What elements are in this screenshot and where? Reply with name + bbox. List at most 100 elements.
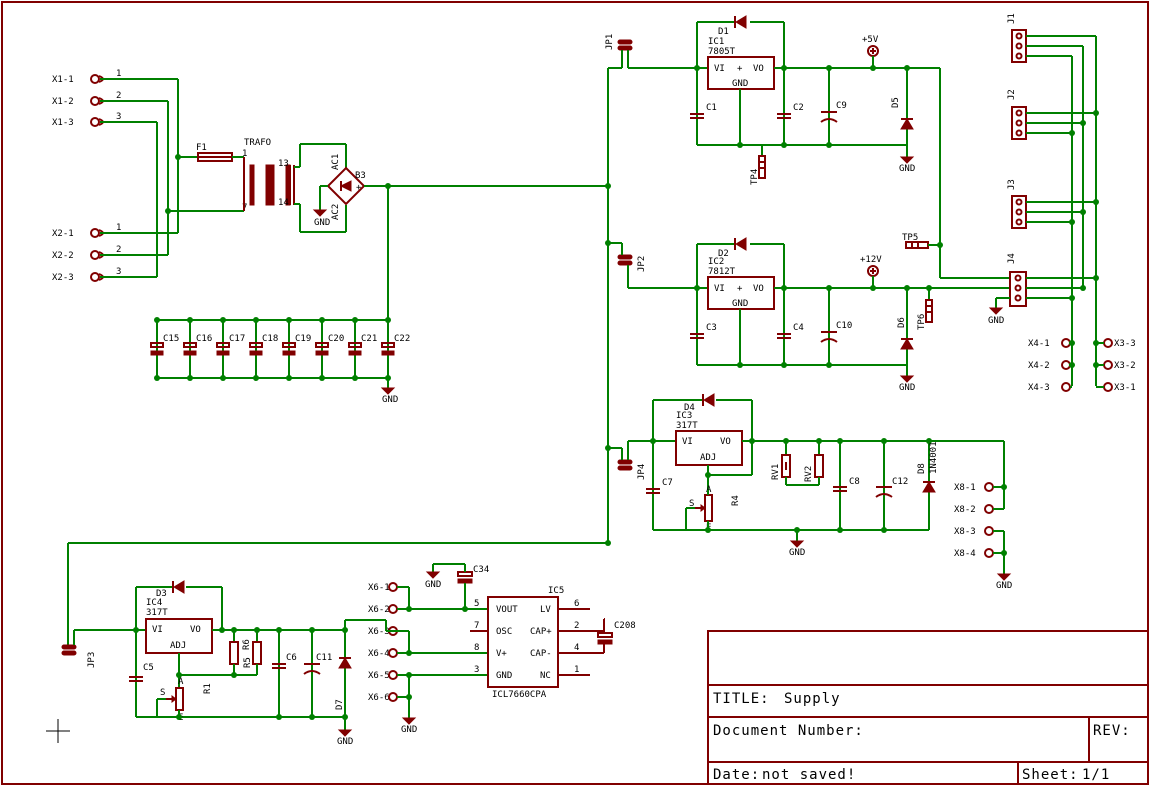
- diode-label: D6: [897, 317, 907, 328]
- pin-label: VI: [152, 625, 163, 635]
- diode-label: D3: [156, 589, 167, 599]
- diode-d8: D8 1N4001: [917, 441, 939, 530]
- diode-label: D1: [718, 27, 729, 37]
- pin-label: VO: [720, 437, 731, 447]
- terminals-x4-x3: X4-1 X4-2 X4-3 X3-3 X3-2 X3-1: [1028, 338, 1136, 393]
- testpoint-tp4: TP4: [750, 145, 766, 185]
- connector-x1-2: X1-2 2: [52, 91, 168, 107]
- terminal-x8-3: X8-3: [954, 526, 1004, 537]
- terminal-x8-2: X8-2: [954, 504, 1004, 515]
- gnd-label: GND: [789, 548, 805, 558]
- cap-label: C16: [196, 334, 212, 344]
- pin-number: 2: [116, 245, 121, 255]
- resistor-r5: R5: [229, 630, 253, 675]
- pin-label: S: [160, 688, 165, 698]
- connector-label: X2-3: [52, 273, 74, 283]
- title-block: TITLE: Supply Document Number: REV: Date…: [707, 630, 1149, 785]
- cap-c3: C3: [690, 323, 717, 339]
- cap-label: C11: [316, 653, 332, 663]
- terminal-label: X3-1: [1114, 383, 1136, 393]
- terminal-label: X6-4: [368, 649, 390, 659]
- ic-label: IC1: [708, 37, 724, 47]
- pin-label: NC: [540, 671, 551, 681]
- cap-c19: C19: [282, 317, 311, 381]
- diode-label: D4: [684, 403, 695, 413]
- ic2-7812: IC2 7812T VI + VO GND: [707, 257, 775, 310]
- ic4-317: IC4 317T VI VO ADJ: [145, 598, 213, 654]
- terminal-label: X4-1: [1028, 339, 1050, 349]
- terminal-label: X8-4: [954, 549, 976, 559]
- terminal-x8-1: X8-1: [954, 482, 1007, 493]
- pin-label: CAP+: [530, 627, 552, 637]
- pin-number: 3: [116, 267, 121, 277]
- terminal-label: X6-1: [368, 583, 390, 593]
- ic-label: IC3: [676, 411, 692, 421]
- pin-label: GND: [732, 79, 748, 89]
- diode-label: D8: [917, 463, 927, 474]
- ic-label: IC5: [548, 586, 564, 596]
- header-j3: J3: [1007, 179, 1099, 229]
- gnd-label: GND: [899, 383, 915, 393]
- terminal-x4-2: X4-2: [1028, 360, 1075, 371]
- header-label: J1: [1007, 13, 1017, 24]
- diode-d5: D5: [891, 65, 914, 145]
- pin-label: GND: [496, 671, 512, 681]
- pin-number: 1: [574, 665, 579, 675]
- jumper-label: JP2: [637, 256, 647, 272]
- pin-number: 3: [116, 112, 121, 122]
- pin-label: VI: [714, 64, 725, 74]
- terminal-label: X8-3: [954, 527, 976, 537]
- cap-label: C7: [662, 478, 673, 488]
- ic-part: 7805T: [708, 47, 736, 57]
- cap-c17: C17: [216, 317, 245, 381]
- connector-label: X1-1: [52, 75, 74, 85]
- cap-label: C9: [836, 101, 847, 111]
- pin-number: 5: [474, 599, 479, 609]
- connector-x2-1: X2-1 1: [52, 223, 178, 239]
- cap-label: C18: [262, 334, 278, 344]
- gnd-label: GND: [996, 581, 1012, 591]
- cap-c7: C7: [646, 478, 673, 494]
- sheet-label: Sheet:: [1022, 767, 1079, 783]
- gnd-label: GND: [401, 725, 417, 735]
- testpoint-label: TP4: [750, 169, 760, 185]
- pin-label: OSC: [496, 627, 512, 637]
- cap-c34: C34 GND: [425, 563, 489, 612]
- cap-c5: C5: [129, 663, 154, 682]
- diode-d7: D7: [335, 620, 352, 730]
- cap-c21: C21: [348, 317, 377, 381]
- pot-r1: A S E R1: [156, 677, 213, 723]
- resistor-label: R6: [242, 639, 252, 650]
- testpoint-tp6: TP6: [917, 285, 933, 330]
- connector-x2-3: X2-3 3: [52, 267, 157, 283]
- connector-x1-3: X1-3 3: [52, 112, 157, 128]
- cap-c9: C9: [820, 65, 847, 148]
- cap-label: C17: [229, 334, 245, 344]
- connector-label: X2-2: [52, 251, 74, 261]
- terminal-x4-1: X4-1: [1028, 338, 1075, 349]
- cap-c2: C2: [777, 68, 804, 145]
- pin-number: 8: [474, 643, 479, 653]
- diode-d3: D3: [156, 580, 185, 599]
- capacitor-bank: GND C15 C16 C17 C18 C19 C20: [150, 317, 410, 405]
- headers: J1 J2 J3 J4: [988, 13, 1099, 386]
- jumper-jp3: JP3: [61, 629, 146, 668]
- terminal-x6-1: X6-1: [368, 582, 409, 593]
- cap-label: C5: [143, 663, 154, 673]
- diode-label: D5: [891, 97, 901, 108]
- pin-number: 3: [474, 665, 479, 675]
- gnd-label: GND: [337, 737, 353, 747]
- gnd-label: GND: [988, 316, 1004, 326]
- terminal-x3-2: X3-2: [1093, 360, 1136, 371]
- pin-label: VI: [682, 437, 693, 447]
- pin-label: CAP-: [530, 649, 552, 659]
- cap-label: C10: [836, 321, 852, 331]
- resistor-r6: R6: [242, 630, 262, 675]
- cap-c4: C4: [777, 288, 804, 365]
- title-value: Supply: [784, 691, 841, 707]
- terminal-x6-2: X6-2: [368, 604, 488, 615]
- resistor-label: RV1: [771, 464, 781, 480]
- connector-label: X1-3: [52, 118, 74, 128]
- terminal-label: X6-5: [368, 671, 390, 681]
